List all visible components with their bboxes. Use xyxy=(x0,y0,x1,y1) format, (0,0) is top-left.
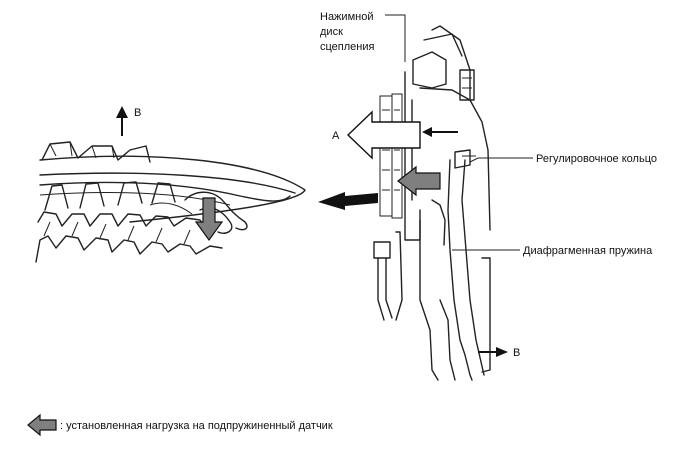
load-arrow-left-icon xyxy=(194,197,224,242)
callout-pressure-plate: Нажимной диск сцепления xyxy=(320,11,406,62)
pressure-plate-label-line1: Нажимной xyxy=(320,11,373,23)
callout-adjusting-ring: Регулировочное кольцо xyxy=(469,153,657,165)
adjusting-ring-label: Регулировочное кольцо xyxy=(536,153,657,165)
hollow-arrow-a-icon xyxy=(346,110,421,160)
legend-text: : установленная нагрузка на подпружиненн… xyxy=(60,420,333,432)
diaphragm-spring-label: Диафрагменная пружина xyxy=(523,245,653,257)
arrow-b-top-label: B xyxy=(134,107,141,119)
enlarged-ring-detail: B xyxy=(35,106,306,263)
legend-load-arrow-icon xyxy=(27,413,57,437)
arrow-b-bottom-label: B xyxy=(513,347,520,359)
legend: : установленная нагрузка на подпружиненн… xyxy=(27,413,333,437)
load-arrow-right-icon xyxy=(397,165,441,197)
callout-diaphragm-spring: Диафрагменная пружина xyxy=(452,245,653,257)
pressure-plate-label-line2: диск xyxy=(320,26,343,38)
arrow-a-label: A xyxy=(332,130,340,142)
pressure-plate-label-line3: сцепления xyxy=(320,41,375,53)
black-arrow-icon xyxy=(318,192,378,210)
clutch-section: A B xyxy=(332,25,520,381)
